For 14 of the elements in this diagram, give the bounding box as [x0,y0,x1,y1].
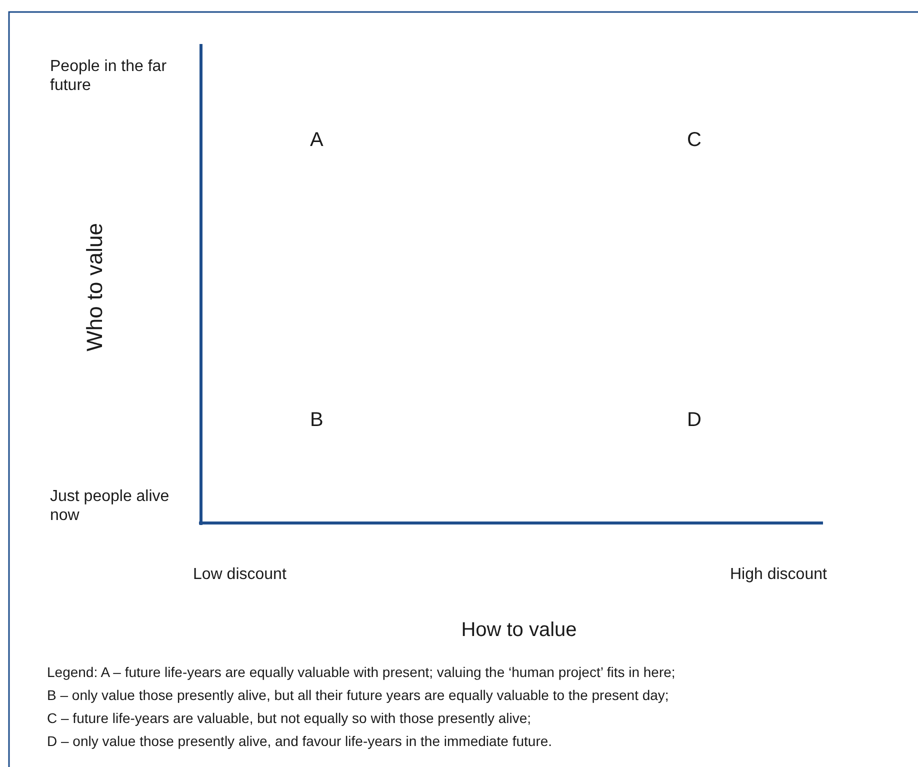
axis-end-label: Just people alive now [50,487,170,526]
legend-text: C – future life-years are valuable, but not equally so with those presently alive; [47,710,532,727]
quadrant-label: C [687,128,702,152]
legend-text: D – only value those presently alive, and favour life-years in the immediate future. [47,733,552,750]
quadrant-label: B [310,408,324,432]
legend-text: Legend: A – future life-years are equally valuable with present; valuing the ‘human project’ fits in here; [47,664,676,681]
axis-end-label: High discount [730,565,827,584]
quadrant-label: A [310,128,324,152]
axis-title: Who to value [82,222,108,352]
axis-title: How to value [461,618,577,642]
axis-end-label: Low discount [193,565,286,584]
legend-text: B – only value those presently alive, but all their future years are equally valuable to the present day; [47,687,669,704]
axis-end-label: People in the far future [50,57,168,96]
quadrant-label: D [687,408,702,432]
